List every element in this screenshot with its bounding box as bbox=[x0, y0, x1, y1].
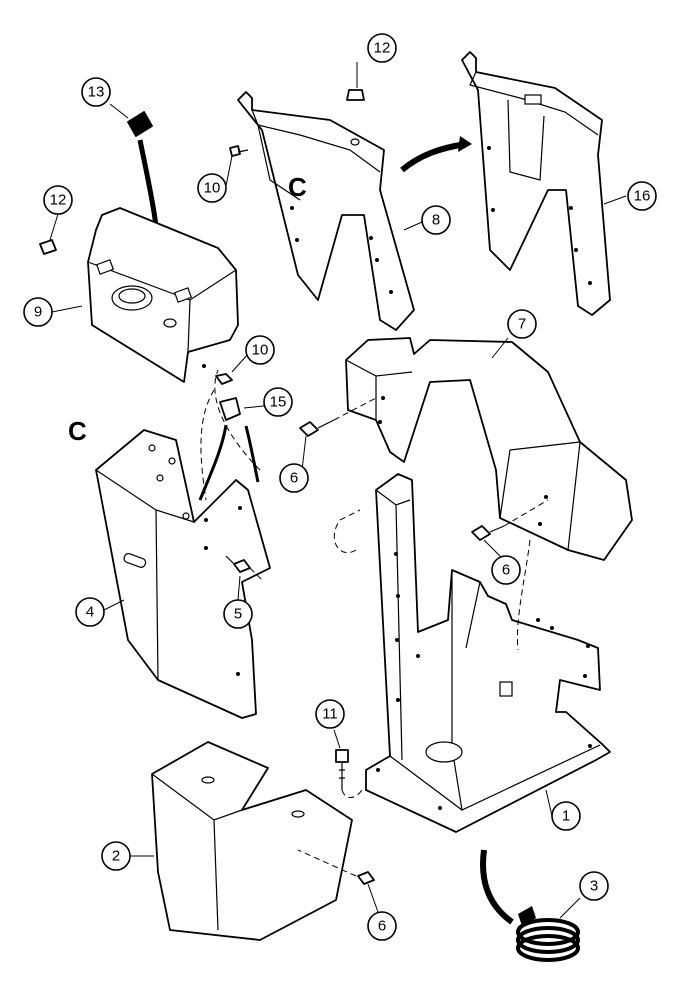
part-3-ring bbox=[516, 906, 580, 962]
part-6-bolt-arch-right bbox=[471, 525, 505, 541]
reference-marker-c-lower: C bbox=[68, 416, 87, 446]
callout-10-top-label: 10 bbox=[204, 180, 221, 197]
callout-10-top: 10 bbox=[197, 173, 227, 203]
alignment-lines bbox=[200, 369, 549, 877]
arrowhead-16 bbox=[458, 136, 472, 152]
part-9-console bbox=[87, 207, 239, 383]
callout-13-label: 13 bbox=[88, 84, 105, 101]
callout-2-label: 2 bbox=[112, 848, 120, 865]
callout-6-arch-right-label: 6 bbox=[502, 562, 510, 579]
part-1-base-frame bbox=[365, 473, 611, 833]
callout-5-label: 5 bbox=[234, 606, 242, 623]
callout-2: 2 bbox=[101, 841, 131, 871]
callout-11: 11 bbox=[315, 699, 345, 729]
callout-6-arch-left-label: 6 bbox=[290, 470, 298, 487]
callout-10-console: 10 bbox=[245, 335, 275, 365]
callout-12-left: 12 bbox=[43, 185, 73, 215]
callout-9-label: 9 bbox=[34, 304, 42, 321]
part-7-frame-arch bbox=[345, 337, 633, 561]
arrow-8-to-16 bbox=[400, 141, 467, 173]
callout-16-label: 16 bbox=[634, 188, 651, 205]
callout-13: 13 bbox=[81, 77, 111, 107]
callout-1-label: 1 bbox=[562, 808, 570, 825]
part-6-bolt-guard bbox=[357, 871, 375, 885]
part-8-shroud bbox=[237, 91, 415, 331]
callout-6-arch-right: 6 bbox=[491, 555, 521, 585]
callout-3-label: 3 bbox=[590, 878, 598, 895]
callout-10-console-label: 10 bbox=[252, 342, 269, 359]
callout-6-arch-left: 6 bbox=[279, 463, 309, 493]
callout-5: 5 bbox=[223, 599, 253, 629]
part-10-bolt-console bbox=[215, 373, 233, 385]
callout-3: 3 bbox=[579, 871, 609, 901]
callout-12-top: 12 bbox=[367, 33, 397, 63]
callout-15: 15 bbox=[263, 387, 293, 417]
callout-6-guard-label: 6 bbox=[378, 918, 386, 935]
part-12-plug-top bbox=[346, 89, 365, 101]
callout-16: 16 bbox=[627, 181, 657, 211]
part-2-guard bbox=[151, 741, 353, 941]
part-10-bolt-top bbox=[229, 145, 249, 157]
part-11-bolt bbox=[335, 749, 349, 790]
callout-15-label: 15 bbox=[270, 394, 287, 411]
part-6-bolt-arch-left bbox=[299, 419, 335, 437]
callout-11-label: 11 bbox=[322, 706, 338, 723]
callout-8-label: 8 bbox=[432, 212, 440, 229]
callout-12-top-label: 12 bbox=[374, 40, 391, 57]
callout-9: 9 bbox=[23, 297, 53, 327]
callout-7-label: 7 bbox=[518, 316, 526, 333]
callout-8: 8 bbox=[421, 205, 451, 235]
part-15-clip bbox=[198, 397, 260, 501]
callout-12-left-label: 12 bbox=[50, 192, 67, 209]
leader-lines bbox=[49, 62, 627, 919]
arrow-1-to-3 bbox=[480, 849, 514, 925]
part-12-plug-left bbox=[39, 239, 57, 255]
callout-4-label: 4 bbox=[86, 604, 94, 621]
callout-7: 7 bbox=[507, 309, 537, 339]
callout-4: 4 bbox=[75, 597, 105, 627]
part-4-support bbox=[95, 429, 271, 719]
callout-6-guard: 6 bbox=[367, 911, 397, 941]
callout-1: 1 bbox=[551, 801, 581, 831]
reference-marker-c-upper: C bbox=[288, 172, 307, 202]
part-16-shroud bbox=[461, 51, 611, 316]
